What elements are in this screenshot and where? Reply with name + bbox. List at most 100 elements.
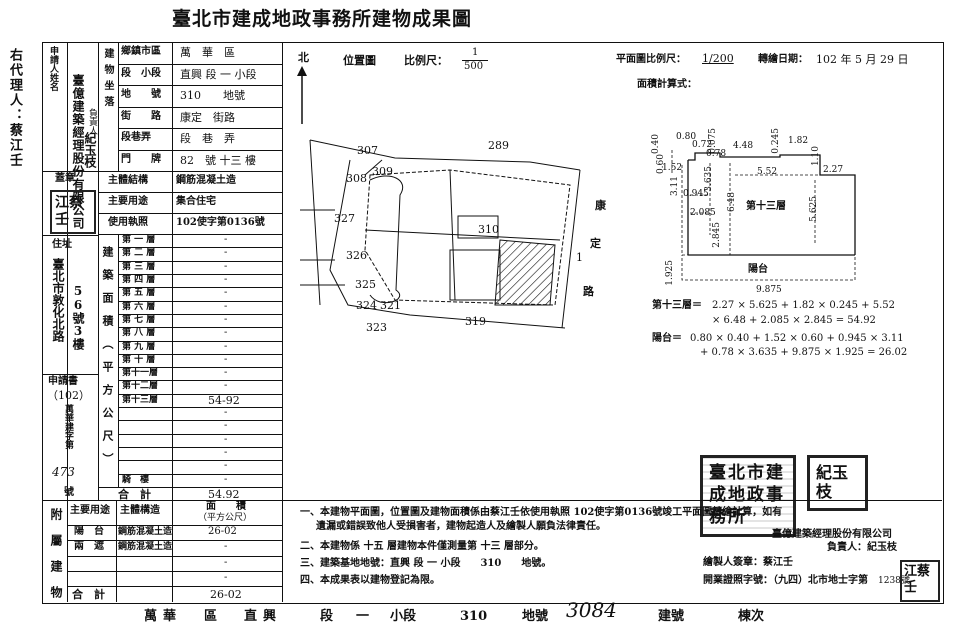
lot-number: 325 — [355, 278, 376, 291]
lot-number: 289 — [488, 139, 509, 152]
plan-dimension: 1.52 — [662, 163, 683, 173]
road-char-2: 定 — [590, 237, 601, 250]
page-title: 臺北市建成地政事務所建物成果圖 — [172, 8, 473, 30]
office-stamp: 臺北市建成地政事務所 — [700, 455, 796, 537]
request-serial: 473 — [52, 465, 75, 479]
area-label: 建築面積（平方公尺） — [101, 246, 114, 476]
calc2-line-a: 0.80 × 0.40 + 1.52 × 0.60 + 0.945 × 3.11 — [690, 333, 904, 344]
floor-row-line — [118, 340, 282, 342]
floor-key: 第十一層 — [122, 368, 159, 379]
position-scale-den: 500 — [464, 61, 484, 72]
plan-dimension: 9.875 — [756, 285, 782, 295]
floor-key: 第 四 層 — [122, 274, 156, 285]
floor-value: - — [224, 313, 228, 325]
location-row-line — [118, 128, 282, 129]
annex-use: 陽 台 — [74, 526, 104, 537]
plan-calc-label: 面積計算式： — [637, 79, 697, 90]
bottom-sub-suffix: 小段 — [390, 609, 417, 624]
floor-row-line — [118, 313, 282, 315]
lot-number: 321 — [380, 299, 401, 312]
note-1b: 遺漏或錯誤致他人受損害者，建物起造人及繪製人願負法律責任。 — [316, 521, 606, 532]
floor-row-line — [118, 327, 282, 329]
note-2: 二、本建物係 十五 層建物本件僅測量第 十三 層部分。 — [300, 541, 544, 552]
bottom-section-suffix: 段 — [320, 609, 334, 624]
plan-dimension: 2.085 — [690, 208, 716, 218]
floor-value: - — [224, 407, 228, 419]
bottom-building-suffix: 建號 — [658, 609, 685, 624]
bottom-section: 直興 — [244, 609, 283, 624]
road-char-1: 康 — [595, 199, 606, 212]
request-hao: 號 — [64, 487, 74, 498]
plan-floor-name: 第十三層 — [746, 201, 786, 212]
floor-key: 第 七 層 — [122, 314, 156, 325]
location-value: 段 巷 弄 — [180, 132, 235, 145]
floor-row-line — [118, 460, 282, 462]
rep-footer: 負責人：紀玉枝 — [827, 542, 897, 553]
location-row-line — [118, 63, 282, 65]
annex-total-value: 26-02 — [210, 588, 242, 601]
plan-dimension: 3.635 — [704, 166, 714, 192]
company-footer: 臺億建築經理股份有限公司 — [772, 529, 892, 540]
outer-frame — [42, 42, 944, 604]
floor-row-line — [118, 407, 282, 409]
annex-area: - — [224, 556, 228, 568]
floor-key: 第 一 層 — [122, 235, 156, 245]
structure-key: 主要用途 — [108, 196, 148, 207]
floor-row-line — [118, 473, 282, 475]
floor-value: 54-92 — [208, 393, 240, 407]
structure-key: 主體結構 — [108, 175, 148, 186]
structure-row-line — [98, 192, 282, 193]
annex-structure: 鋼筋混凝土造 — [118, 542, 173, 553]
floor-key: 第十三層 — [122, 394, 159, 405]
lot-number: 307 — [357, 144, 378, 157]
plan-dimension: 5.625 — [809, 196, 819, 222]
bottom-lot-suffix: 地號 — [522, 609, 549, 624]
north-label: 北 — [298, 51, 309, 64]
seal-label: 蓋章 — [55, 173, 75, 184]
floor-key: 第 二 層 — [122, 248, 156, 259]
floor-value: - — [224, 460, 228, 472]
lot-number: 319 — [465, 315, 486, 328]
floor-value: - — [224, 447, 228, 459]
floor-value: - — [224, 367, 228, 379]
floor-row-line — [118, 393, 282, 395]
lot-number: 326 — [346, 249, 367, 262]
floor-value: - — [224, 260, 228, 272]
lot-number: 323 — [366, 321, 387, 334]
plan-dimension: 0.78 — [706, 149, 727, 159]
floor-key: 第 五 層 — [122, 288, 156, 299]
floor-plan — [671, 150, 856, 281]
calc1-line-a: 2.27 × 5.625 + 1.82 × 0.245 + 5.52 — [712, 300, 895, 311]
note-4: 四、本成果表以建物登記為限。 — [300, 575, 440, 586]
structure-row-line — [98, 213, 282, 214]
request-word: 萬華建字第 — [63, 404, 73, 449]
request-number: （102） — [47, 389, 90, 402]
position-scale-num: 1 — [472, 47, 479, 58]
address-label: 住址 — [52, 239, 72, 250]
bottom-building-number: 3084 — [566, 598, 617, 622]
license-number: 1238號 — [878, 576, 910, 586]
location-row-line — [118, 85, 282, 86]
plan-scale: 1/200 — [702, 52, 734, 65]
annex-area: - — [224, 541, 228, 553]
location-value: 直興 段 一 小段 — [180, 67, 257, 81]
plan-date-label: 轉繪日期： — [758, 54, 808, 65]
location-key: 段 小段 — [121, 67, 161, 79]
road-char-3: 路 — [583, 285, 594, 298]
structure-value: 集合住宅 — [176, 196, 216, 207]
floor-value: - — [224, 433, 228, 445]
structure-value: 鋼筋混凝土造 — [176, 175, 236, 186]
location-value: 康定 街路 — [180, 110, 235, 124]
annex-header-area: 面 積 — [206, 501, 246, 512]
calc1-label: 第十三層＝ — [652, 300, 702, 311]
floor-value: - — [224, 300, 228, 312]
annex-row-line — [67, 555, 282, 557]
north-arrow-icon — [297, 66, 307, 124]
request-label: 申請書 — [48, 376, 78, 387]
floor-key: 第 八 層 — [122, 328, 156, 339]
floor-value: - — [224, 234, 228, 245]
floor-row-line — [118, 247, 282, 249]
floor-value: - — [224, 340, 228, 352]
location-value: 萬 華 區 — [180, 46, 235, 59]
floor-row-line — [118, 433, 282, 435]
